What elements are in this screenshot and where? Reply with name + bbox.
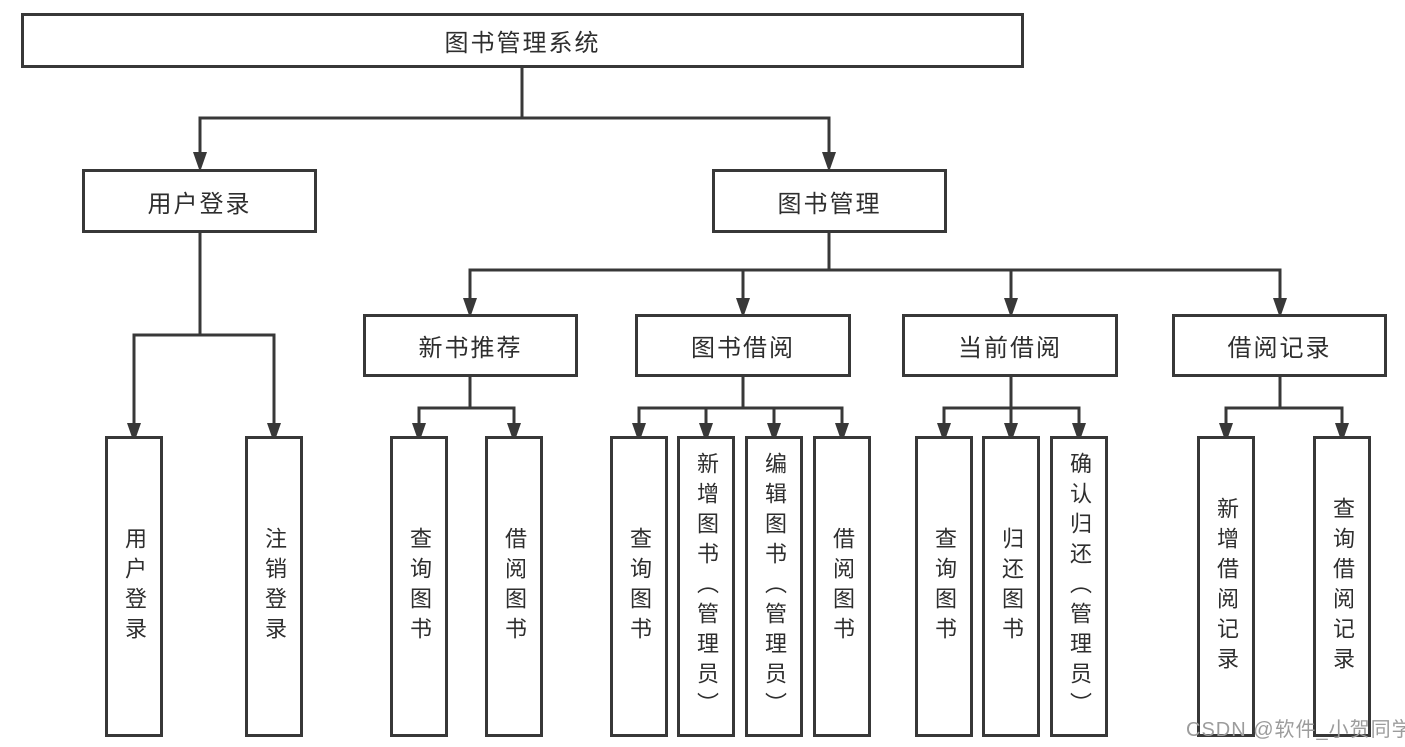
- leaf-edit-book-admin-label: 编辑图书（管理员）: [762, 451, 787, 722]
- node-book-borrowing: 图书借阅: [635, 314, 851, 377]
- node-root-label: 图书管理系统: [444, 30, 601, 57]
- leaf-query-books-recommend-label: 查询图书: [407, 526, 432, 647]
- leaf-add-book-admin-label: 新增图书（管理员）: [694, 451, 719, 722]
- connector-userlogin-branch: [132, 333, 276, 428]
- leaf-confirm-return-admin: 确认归还（管理员）: [1050, 436, 1108, 737]
- leaf-query-books-current-label: 查询图书: [932, 526, 957, 647]
- connector-records-branch: [1224, 406, 1344, 428]
- leaf-borrow-books-recommend-label: 借阅图书: [502, 526, 527, 647]
- node-new-book-recommend: 新书推荐: [363, 314, 578, 377]
- leaf-return-books: 归还图书: [982, 436, 1040, 737]
- leaf-query-books-borrowing: 查询图书: [610, 436, 668, 737]
- node-book-borrowing-label: 图书借阅: [691, 335, 795, 362]
- leaf-logout: 注销登录: [245, 436, 303, 737]
- connector-bookmgmt-branch: [468, 268, 1282, 304]
- node-new-book-recommend-label: 新书推荐: [418, 335, 523, 362]
- leaf-logout-label: 注销登录: [262, 526, 287, 647]
- node-borrowing-records-label: 借阅记录: [1227, 335, 1332, 362]
- leaf-user-login: 用户登录: [105, 436, 163, 737]
- connector-root-branch: [198, 116, 831, 160]
- connector-recommend-branch: [417, 406, 516, 428]
- leaf-confirm-return-admin-label: 确认归还（管理员）: [1067, 451, 1092, 722]
- leaf-user-login-label: 用户登录: [122, 526, 147, 647]
- node-user-login: 用户登录: [82, 169, 317, 233]
- node-user-login-label: 用户登录: [147, 190, 252, 218]
- leaf-borrow-books-borrowing-label: 借阅图书: [830, 526, 855, 647]
- leaf-query-borrow-record: 查询借阅记录: [1313, 436, 1371, 737]
- connector-borrowing-branch: [637, 406, 844, 428]
- leaf-add-borrow-record: 新增借阅记录: [1197, 436, 1255, 737]
- leaf-query-books-current: 查询图书: [915, 436, 973, 737]
- leaf-add-book-admin: 新增图书（管理员）: [677, 436, 735, 737]
- leaf-borrow-books-recommend: 借阅图书: [485, 436, 543, 737]
- arrowheads: [127, 152, 1349, 443]
- leaf-edit-book-admin: 编辑图书（管理员）: [745, 436, 803, 737]
- watermark: CSDN @软件_小贺同学: [1186, 719, 1405, 741]
- node-current-borrowing: 当前借阅: [902, 314, 1118, 377]
- leaf-borrow-books-borrowing: 借阅图书: [813, 436, 871, 737]
- leaf-query-books-borrowing-label: 查询图书: [627, 526, 652, 647]
- node-book-management-label: 图书管理: [777, 190, 882, 218]
- leaf-add-borrow-record-label: 新增借阅记录: [1214, 496, 1239, 677]
- node-current-borrowing-label: 当前借阅: [958, 335, 1062, 362]
- node-root: 图书管理系统: [21, 13, 1024, 68]
- leaf-query-borrow-record-label: 查询借阅记录: [1330, 496, 1355, 677]
- leaf-return-books-label: 归还图书: [999, 526, 1024, 647]
- leaf-query-books-recommend: 查询图书: [390, 436, 448, 737]
- node-borrowing-records: 借阅记录: [1172, 314, 1387, 377]
- node-book-management: 图书管理: [712, 169, 947, 233]
